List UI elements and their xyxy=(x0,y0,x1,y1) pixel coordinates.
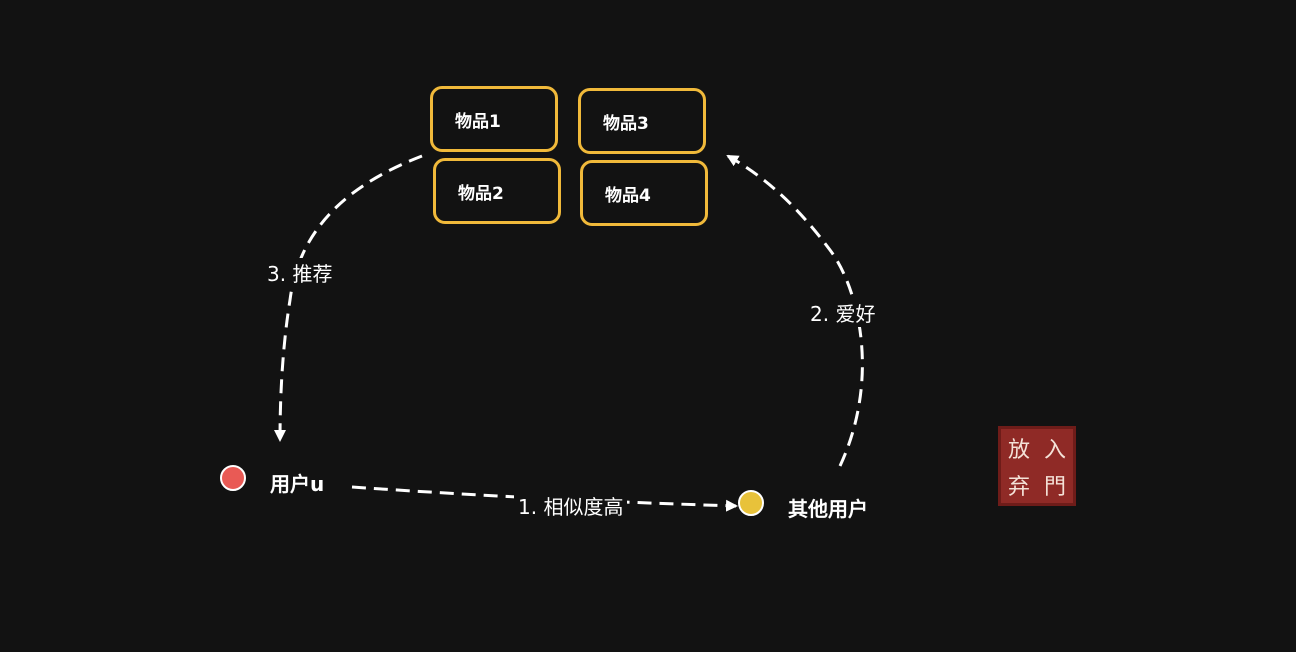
item-box-4: 物品4 xyxy=(580,160,708,226)
edge-label-recommend: 3. 推荐 xyxy=(263,258,337,287)
seal-char: 門 xyxy=(1043,474,1066,500)
item-label: 物品2 xyxy=(458,183,504,204)
other-users-node xyxy=(738,490,764,516)
seal-char: 入 xyxy=(1043,437,1066,463)
edge-label-preference: 2. 爱好 xyxy=(806,298,880,327)
other-users-label: 其他用户 xyxy=(788,497,868,521)
item-label: 物品1 xyxy=(455,111,501,132)
edge-label-similarity: 1. 相似度高 xyxy=(514,491,628,520)
item-box-1: 物品1 xyxy=(430,86,558,152)
edge-recommend xyxy=(274,154,423,442)
seal-char: 弃 xyxy=(1007,474,1030,500)
user-u-label: 用户u xyxy=(270,472,325,496)
item-box-3: 物品3 xyxy=(578,88,706,154)
edge-similarity xyxy=(351,485,738,512)
seal-stamp: 放 入 弃 門 xyxy=(998,426,1076,506)
edge-preference xyxy=(726,154,864,467)
user-u-node xyxy=(220,465,246,491)
seal-char: 放 xyxy=(1007,437,1030,463)
item-box-2: 物品2 xyxy=(433,158,561,224)
item-label: 物品4 xyxy=(605,185,651,206)
item-label: 物品3 xyxy=(603,113,649,134)
